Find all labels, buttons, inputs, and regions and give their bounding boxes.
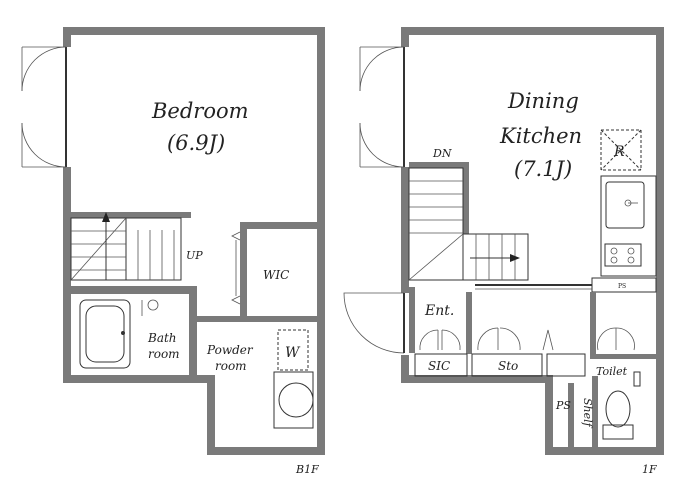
bath-label-1: Bath (147, 331, 177, 345)
toilet-room (568, 371, 641, 447)
ps-label: PS (618, 283, 626, 290)
shelf-label: Shelf (581, 398, 594, 429)
washer-label: W (285, 345, 301, 361)
dn-label: DN (432, 147, 452, 160)
dining-label-1: Dining (507, 89, 579, 113)
powder-label-1: Powder (206, 343, 254, 357)
b1f-stairs (70, 212, 191, 281)
dining-size: (7.1J) (514, 157, 572, 181)
b1f-outer-wall (63, 27, 325, 455)
ps-vertical-label: PS (555, 399, 571, 412)
storage-doors (477, 292, 635, 354)
f1-plan: DN R PS (343, 27, 664, 476)
f1-floor-label: 1F (642, 463, 657, 476)
wic-label: WIC (263, 268, 289, 282)
b1f-main-door (21, 46, 67, 168)
bedroom-label: Bedroom (151, 99, 249, 123)
b1f-plan: UP Bath room WIC Powder (21, 27, 325, 476)
b1f-floor-label: B1F (295, 463, 319, 476)
bath-room (71, 286, 197, 376)
powder-room (273, 329, 314, 429)
f1-stairs (408, 162, 529, 281)
sto-label: Sto (498, 359, 518, 373)
powder-label-2: room (215, 359, 247, 373)
bedroom-size: (6.9J) (167, 131, 225, 155)
sic-label: SIC (428, 359, 450, 373)
toilet-label: Toilet (596, 365, 628, 378)
wic (197, 222, 317, 322)
bath-label-2: room (148, 347, 180, 361)
ent-label: Ent. (424, 303, 454, 319)
up-label: UP (186, 249, 203, 262)
dining-label-2: Kitchen (499, 124, 582, 148)
f1-balcony-door (359, 46, 405, 168)
kitchen-counter (591, 129, 657, 293)
fridge-label: R (613, 144, 625, 160)
cabinets (414, 353, 656, 377)
entrance (343, 287, 472, 355)
